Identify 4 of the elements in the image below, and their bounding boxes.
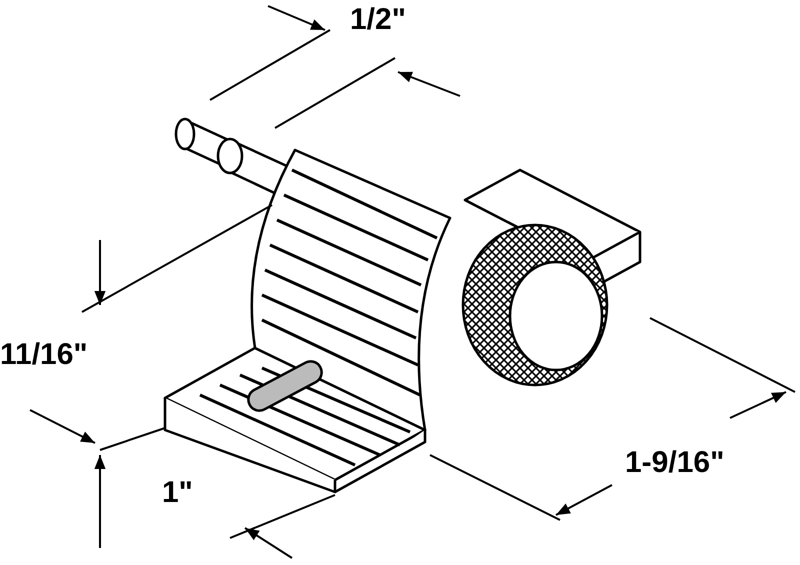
- dimension-label: 1": [162, 478, 193, 508]
- dimension-label: 11/16": [0, 340, 88, 370]
- dimension-label: 1/2": [350, 5, 406, 35]
- dimension-label: 1-9/16": [625, 448, 724, 478]
